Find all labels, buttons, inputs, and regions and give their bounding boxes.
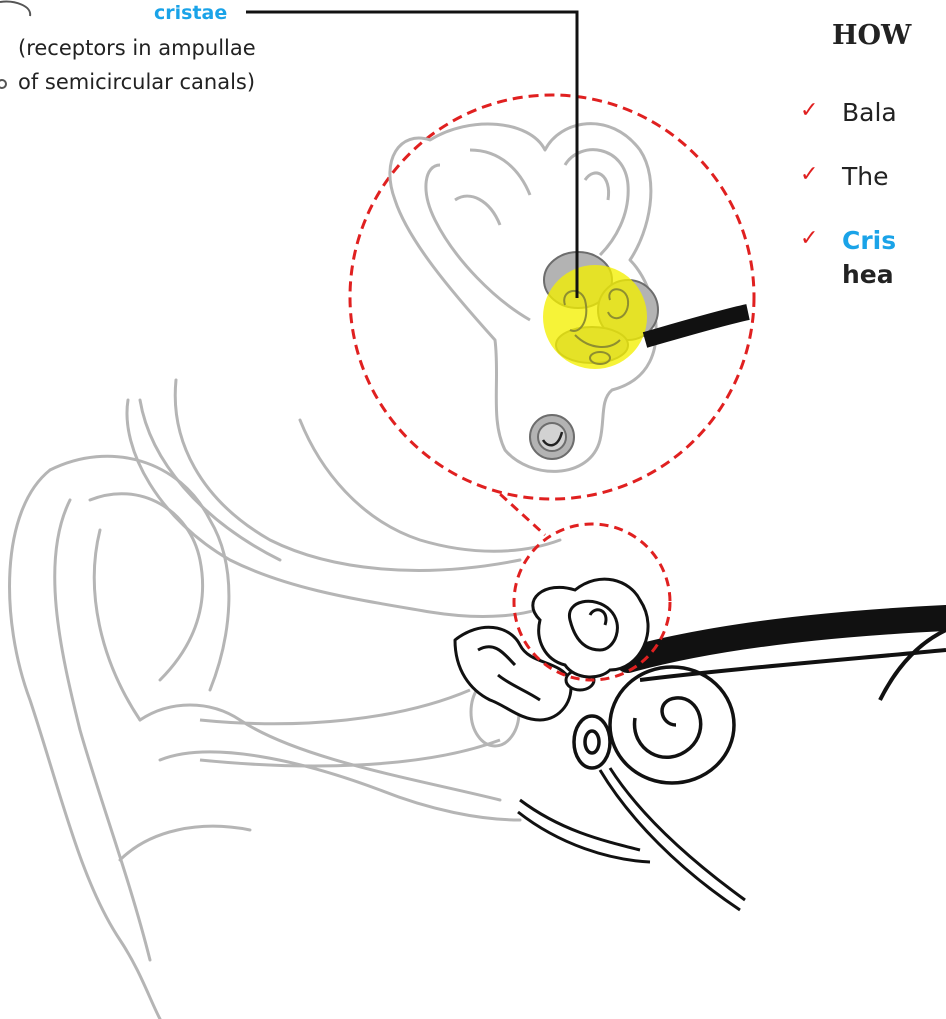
checkmark-icon: ✓ [800, 98, 818, 123]
bullet-text: The [842, 162, 889, 191]
cristae-description-line2: of semicircular canals) [18, 70, 255, 94]
ear-canal [200, 678, 519, 766]
cristae-description-line1: (receptors in ampullae [18, 36, 256, 60]
cochlea [574, 667, 734, 783]
cristae-label: cristae [154, 2, 227, 24]
checkmark-icon: ✓ [800, 226, 818, 251]
labyrinth-small [533, 579, 648, 677]
cristae-glyph [0, 2, 30, 16]
bullet-text: Bala [842, 98, 897, 127]
bullet-text-highlight: Cris [842, 226, 896, 255]
cochlear-nerve [518, 768, 745, 910]
utricle [530, 415, 574, 459]
bullet-text-line2: hea [842, 260, 894, 289]
checkmark-icon: ✓ [800, 162, 818, 187]
panel-heading: HOW [832, 20, 911, 51]
